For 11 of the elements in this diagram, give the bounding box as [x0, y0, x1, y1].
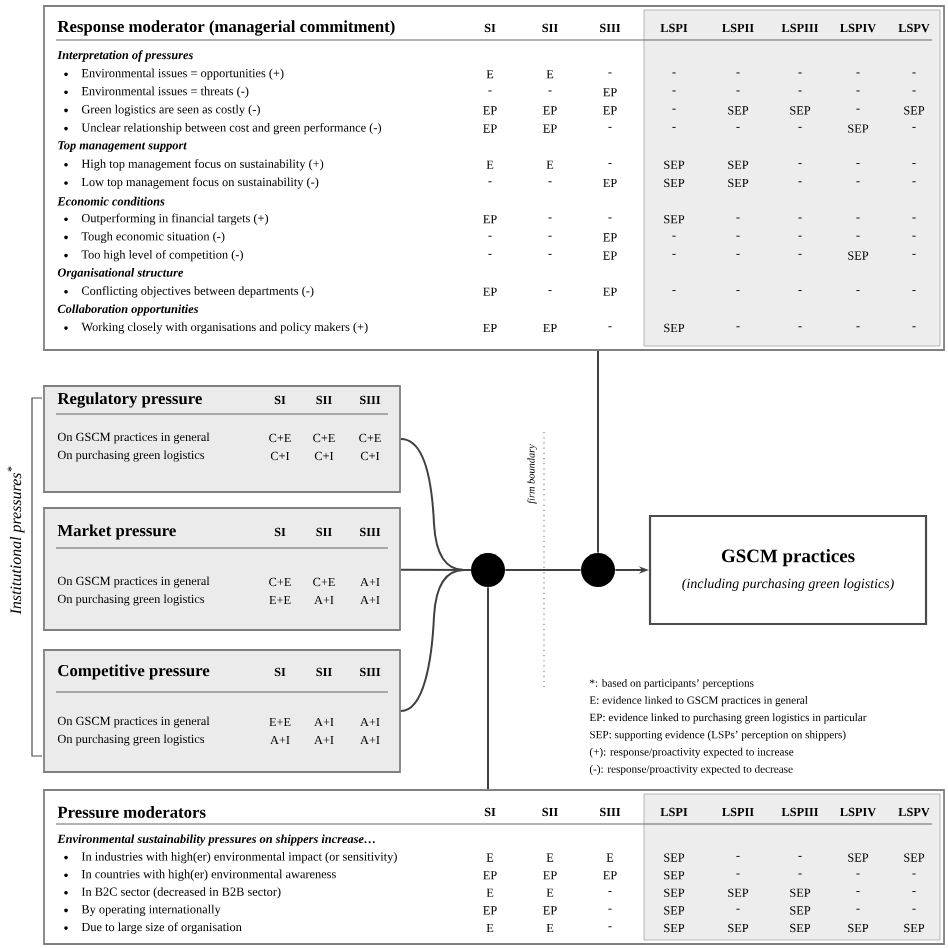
table-heading: Pressure moderators	[57, 806, 206, 818]
connector-line	[597, 349, 599, 554]
box-heading: Market pressure	[57, 524, 176, 540]
box-heading: Competitive pressure	[58, 664, 210, 680]
connector-line	[504, 569, 582, 571]
junction-dot	[471, 553, 505, 587]
connector-line	[399, 569, 472, 712]
box-heading: Regulatory pressure	[57, 392, 202, 408]
table-heading: Response moderator (managerial commitment)	[57, 20, 395, 36]
connector-line	[487, 586, 489, 791]
junction-dot	[581, 553, 615, 587]
